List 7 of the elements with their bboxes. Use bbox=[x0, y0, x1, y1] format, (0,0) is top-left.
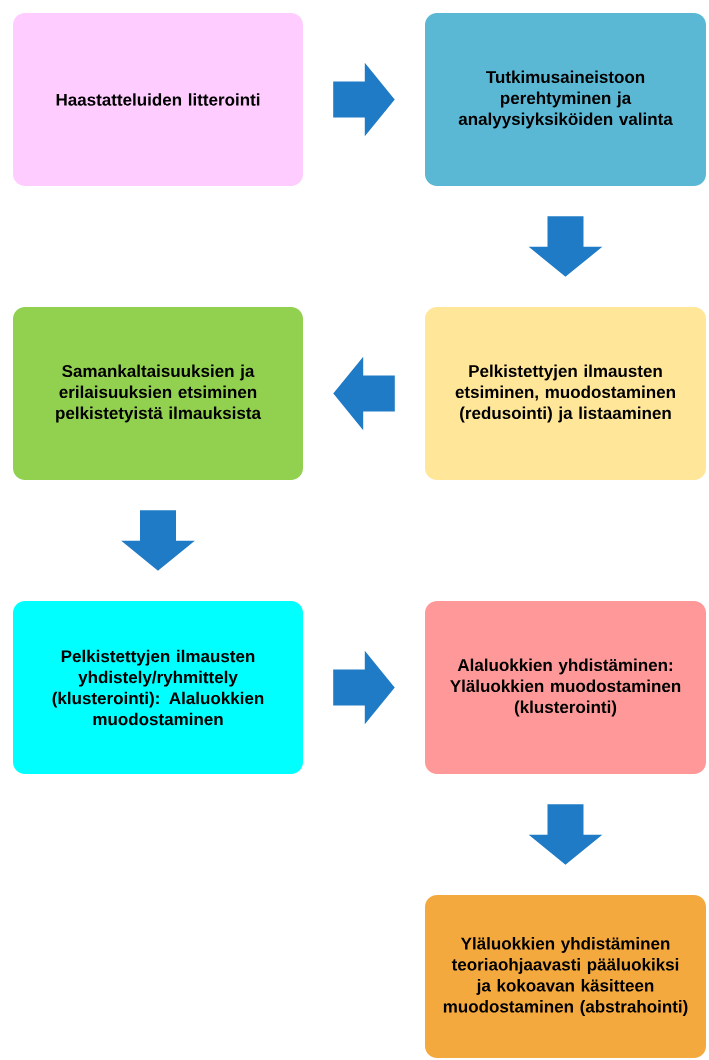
process-box: Tutkimusaineistoon perehtyminen ja analyysiyksiköiden valinta bbox=[425, 13, 706, 186]
process-box: Samankaltaisuuksien ja erilaisuuksien etsiminen pelkistetyistä ilmauksista bbox=[13, 307, 303, 480]
process-box: Alaluokkien yhdistäminen: Yläluokkien muodostaminen (klusterointi) bbox=[425, 601, 706, 774]
process-box: Yläluokkien yhdistäminen teoriaohjaavasti pääluokiksi ja kokoavan käsitteen muodostaminen (abstrahointi) bbox=[425, 895, 706, 1058]
process-box: Haastatteluiden litterointi bbox=[13, 13, 303, 186]
process-box: Pelkistettyjen ilmausten etsiminen, muodostaminen (redusointi) ja listaaminen bbox=[425, 307, 706, 480]
process-box: Pelkistettyjen ilmausten yhdistely/ryhmittely (klusterointi): Alaluokkien muodostaminen bbox=[13, 601, 303, 774]
